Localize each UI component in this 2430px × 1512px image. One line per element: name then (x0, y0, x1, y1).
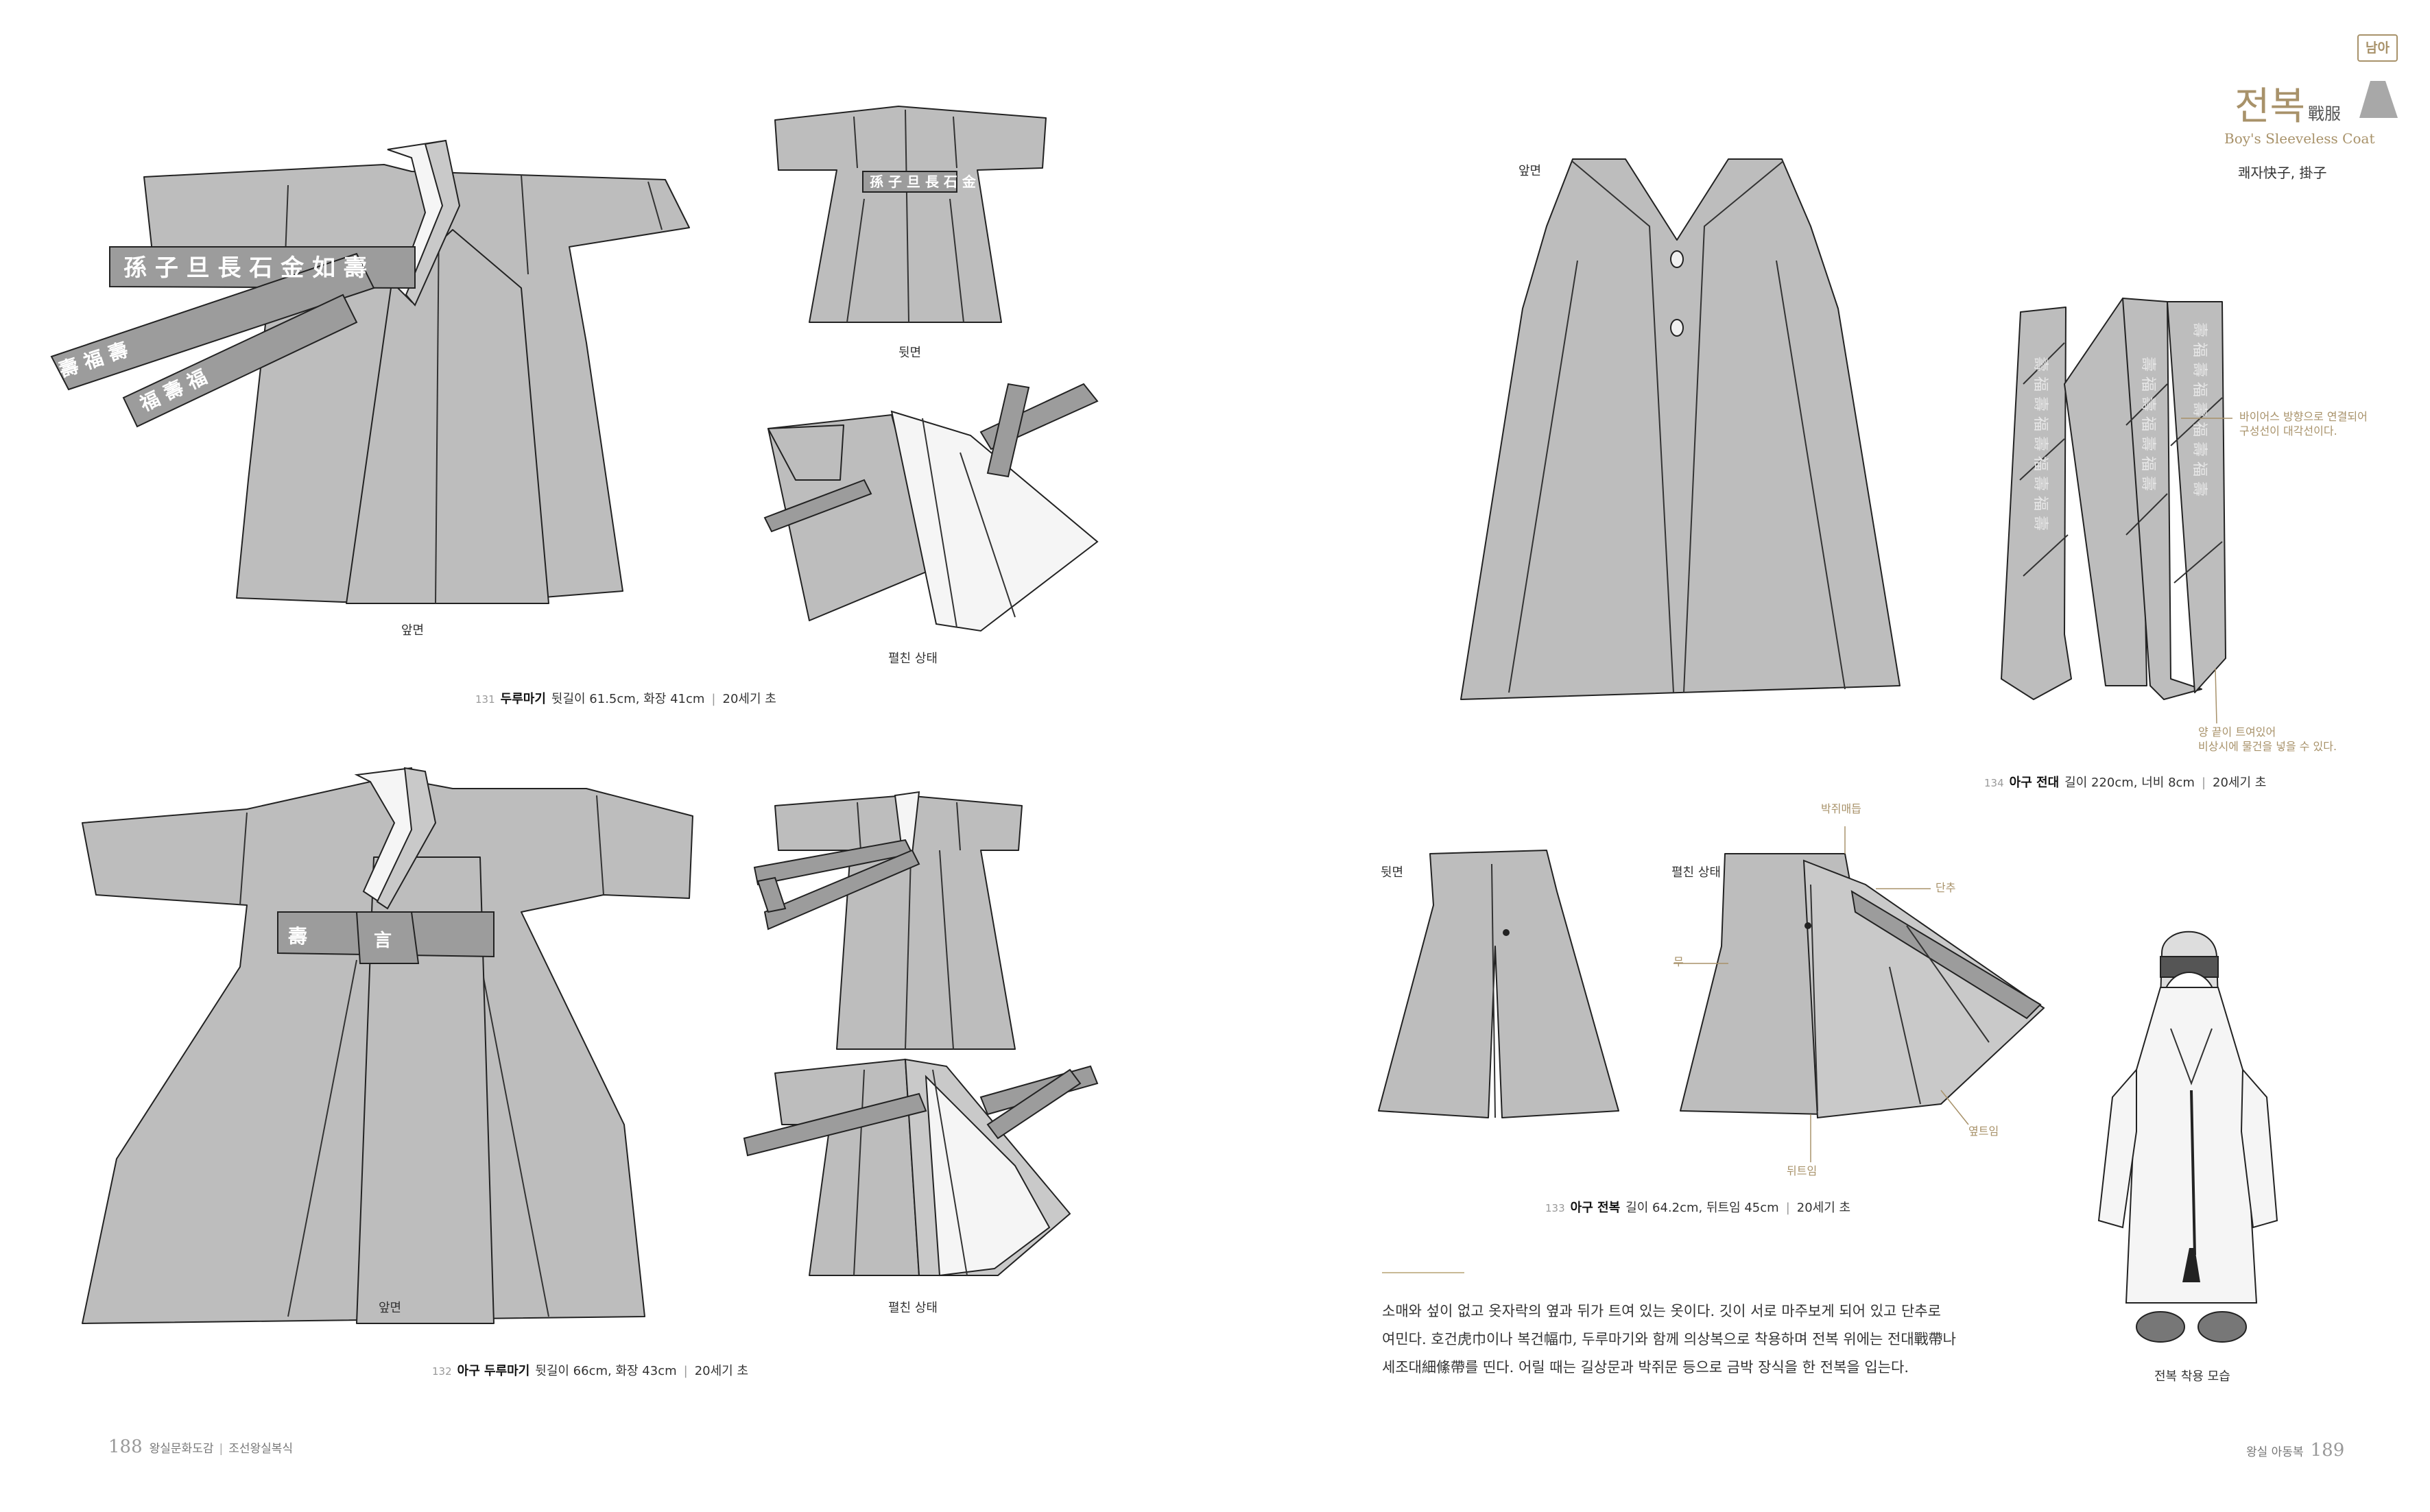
caption-period: 20세기 초 (722, 692, 776, 706)
page-number: 188 (108, 1437, 143, 1457)
svg-text:壽 福 壽 福 壽 福 壽: 壽 福 壽 福 壽 福 壽 (2139, 357, 2156, 491)
child-label: 전복 착용 모습 (2154, 1369, 2230, 1384)
fig131-front-drawing: 孫 子 旦 長 石 金 如 壽 壽 福 壽 福 壽 福 (50, 139, 690, 604)
svg-text:孫 子 旦 長 石 金 如 壽: 孫 子 旦 長 石 金 如 壽 (123, 254, 367, 282)
caption-period: 20세기 초 (2213, 776, 2267, 790)
book-title: 왕실문화도감 (149, 1442, 214, 1456)
caption-dims: 길이 220cm, 너비 8cm (2064, 776, 2195, 790)
folio-separator: | (219, 1442, 224, 1456)
fig131-open-drawing (763, 383, 1099, 632)
svg-text:孫 子 旦 長 石 金: 孫 子 旦 長 石 金 (870, 173, 977, 190)
svg-text:壽: 壽 (288, 925, 307, 948)
fig133-front-label: 앞면 (1518, 164, 1542, 178)
title-hangul: 전복 (2235, 84, 2306, 129)
svg-text:壽 福 壽 福 壽 福 壽 福 壽: 壽 福 壽 福 壽 福 壽 福 壽 (2191, 322, 2208, 496)
fig134-annotation-bias: 바이어스 방향으로 연결되어 구성선이 대각선이다. (2239, 410, 2368, 439)
annotation-button: 단추 (1935, 881, 1956, 894)
fig133-open-label: 펼친 상태 (1671, 865, 1721, 880)
child-illustration (2097, 931, 2278, 1343)
fig133-back-label: 뒷면 (1381, 865, 1404, 880)
caption-period: 20세기 초 (1796, 1201, 1851, 1215)
caption-number: 133 (1545, 1202, 1565, 1214)
annotation-side-slit: 옆트임 (1968, 1125, 1999, 1138)
caption-name: 아구 전대 (2009, 776, 2060, 790)
caption-name: 두루마기 (500, 692, 546, 706)
left-folio: 188 왕실문화도감 | 조선왕실복식 (108, 1437, 293, 1457)
caption-name: 아구 두루마기 (457, 1364, 530, 1378)
caption-number: 134 (1984, 777, 2004, 789)
annotation-top-knot: 박쥐매듭 (1821, 802, 1861, 815)
annotation-line: 구성선이 대각선이다. (2239, 424, 2337, 437)
fig131-open-label: 펼친 상태 (888, 651, 938, 666)
book-section: 왕실 아동복 (2246, 1445, 2304, 1459)
category-tag-text: 남아 (2366, 40, 2390, 56)
caption-dims: 뒷길이 66cm, 화장 43cm (535, 1364, 677, 1378)
fig131-back-drawing: 孫 子 旦 長 石 金 (774, 106, 1047, 323)
fig132-front-drawing: 壽 言 (82, 767, 693, 1324)
annotation-line: 바이어스 방향으로 연결되어 (2239, 410, 2368, 423)
annotation-line: 양 끝이 트여있어 (2198, 725, 2276, 739)
fig132-open-drawing (743, 1058, 1099, 1277)
right-folio: 왕실 아동복 189 (2246, 1440, 2351, 1461)
caption-number: 131 (475, 693, 495, 706)
annotation-line: 비상시에 물건을 넣을 수 있다. (2198, 739, 2337, 753)
body-line: 여민다. 호건虎巾이나 복건幅巾, 두루마기와 함께 의상복으로 착용하며 전복… (1382, 1331, 1956, 1347)
annotation-gusset: 무 (1673, 955, 1684, 968)
category-tag: 남아 (2357, 34, 2398, 62)
body-line: 세조대細絛帶를 띤다. 어릴 때는 길상문과 박쥐문 등으로 금박 장식을 한 … (1382, 1359, 1909, 1376)
fig132-back-drawing (753, 791, 1023, 1050)
annotation-back-slit: 뒤트임 (1787, 1164, 1818, 1177)
book-section: 조선왕실복식 (228, 1442, 294, 1456)
body-line: 소매와 섶이 없고 옷자락의 옆과 뒤가 트여 있는 옷이다. 깃이 서로 마주… (1382, 1303, 1941, 1319)
fig134-annotation-ends: 양 끝이 트여있어 비상시에 물건을 넣을 수 있다. (2198, 725, 2337, 754)
caption-number: 132 (432, 1365, 452, 1378)
svg-text:言: 言 (374, 931, 392, 951)
svg-text:壽 福 壽 福 壽 福 壽 福 壽: 壽 福 壽 福 壽 福 壽 福 壽 (2032, 357, 2049, 531)
body-text: 소매와 섶이 없고 옷자락의 옆과 뒤가 트여 있는 옷이다. 깃이 서로 마주… (1382, 1297, 2034, 1382)
fig134-belt-drawing: 壽 福 壽 福 壽 福 壽 福 壽 壽 福 壽 福 壽 福 壽 壽 福 壽 福 … (2001, 298, 2232, 724)
body-divider (1382, 1272, 1464, 1273)
title-alias: 쾌자快子, 掛子 (2238, 165, 2327, 181)
title-hanja: 戰服 (2308, 104, 2342, 123)
fig133-back-drawing (1378, 850, 1619, 1118)
fig132-open-label: 펼친 상태 (888, 1301, 938, 1315)
fig131-back-label: 뒷면 (898, 346, 922, 360)
fig133-open-drawing (1673, 826, 2045, 1162)
page-number: 189 (2310, 1440, 2345, 1461)
caption-name: 아구 전복 (1570, 1201, 1621, 1215)
caption-dims: 뒷길이 61.5cm, 화장 41cm (551, 692, 705, 706)
fig133-front-drawing (1460, 158, 1901, 700)
garment-silhouette-icon (2359, 81, 2398, 118)
fig131-front-label: 앞면 (401, 623, 425, 638)
title-english: Boy's Sleeveless Coat (2224, 130, 2375, 147)
fig132-front-label: 앞면 (379, 1301, 402, 1315)
caption-dims: 길이 64.2cm, 뒤트임 45cm (1625, 1201, 1779, 1215)
caption-period: 20세기 초 (694, 1364, 749, 1378)
